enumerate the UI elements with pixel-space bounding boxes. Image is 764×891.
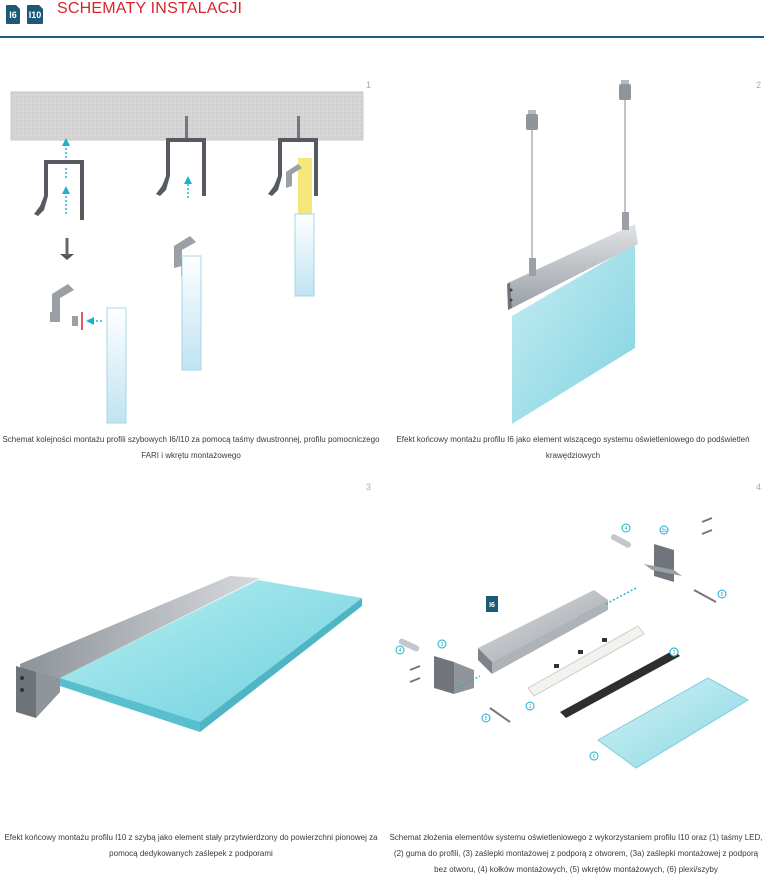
svg-text:I6: I6 — [489, 602, 495, 609]
svg-text:1: 1 — [529, 704, 532, 710]
panel-caption: Schemat kolejności montażu profili szybo… — [2, 435, 380, 460]
panel-2: 2 Efekt końcowy montażu profilu I6 jako … — [382, 76, 764, 466]
svg-text:2: 2 — [673, 650, 676, 656]
panel-caption: Schemat złożenia elementów systemu oświe… — [389, 833, 763, 874]
fari-profile — [52, 284, 74, 316]
svg-text:4: 4 — [625, 526, 628, 532]
panel-number: 4 — [756, 482, 762, 492]
glass-pane — [106, 307, 127, 424]
panel-number: 2 — [756, 80, 762, 90]
mounting-screw — [701, 517, 713, 523]
end-cap-3 — [434, 656, 454, 694]
installation-sequence-illustration — [10, 91, 364, 424]
product-badge-i6: I6 — [6, 5, 20, 24]
mounting-screw — [60, 254, 74, 260]
ceiling-cap — [526, 114, 538, 130]
profile-i10 — [478, 590, 608, 662]
svg-text:5: 5 — [721, 592, 724, 598]
wall-mounted-shelf-illustration — [16, 576, 362, 732]
panel-caption: Efekt końcowy montażu profilu I6 jako el… — [396, 435, 750, 460]
glass-pane — [597, 677, 749, 769]
panel-1: 1 — [0, 76, 382, 466]
svg-text:5: 5 — [485, 716, 488, 722]
svg-text:6: 6 — [593, 754, 596, 760]
panel-4: 4 I6 — [382, 478, 764, 878]
end-cap-3a — [654, 544, 674, 582]
led-strip — [527, 625, 645, 697]
panel-caption: Efekt końcowy montażu profilu I10 z szyb… — [4, 833, 378, 858]
glass-pane — [60, 580, 362, 722]
end-cap — [16, 666, 36, 718]
profile-i6 — [34, 160, 84, 220]
panel-number: 1 — [366, 80, 372, 90]
ceiling-cap — [619, 84, 631, 100]
panel-number: 3 — [366, 482, 372, 492]
product-badge-i6 — [486, 596, 498, 612]
glass-pane — [512, 244, 635, 424]
exploded-assembly-illustration: I6 4 3a 5 — [395, 517, 749, 769]
svg-text:3: 3 — [441, 642, 444, 648]
page-title: SCHEMATY INSTALACJI — [57, 0, 243, 17]
panel-3: 3 Efekt końcowy montażu profilu I10 z sz… — [0, 478, 382, 878]
mounting-dowel — [610, 534, 632, 548]
hanging-system-illustration — [507, 80, 638, 424]
header-divider — [0, 36, 764, 38]
svg-text:3a: 3a — [661, 528, 667, 534]
svg-text:4: 4 — [399, 648, 402, 654]
page-header: I6 I10 SCHEMATY INSTALACJI — [0, 0, 764, 40]
rubber-gasket — [560, 650, 680, 718]
product-badge-i10: I10 — [27, 5, 43, 24]
profile-i10 — [20, 576, 260, 692]
profile-i6 — [510, 224, 638, 308]
mounting-dowel — [398, 638, 420, 652]
